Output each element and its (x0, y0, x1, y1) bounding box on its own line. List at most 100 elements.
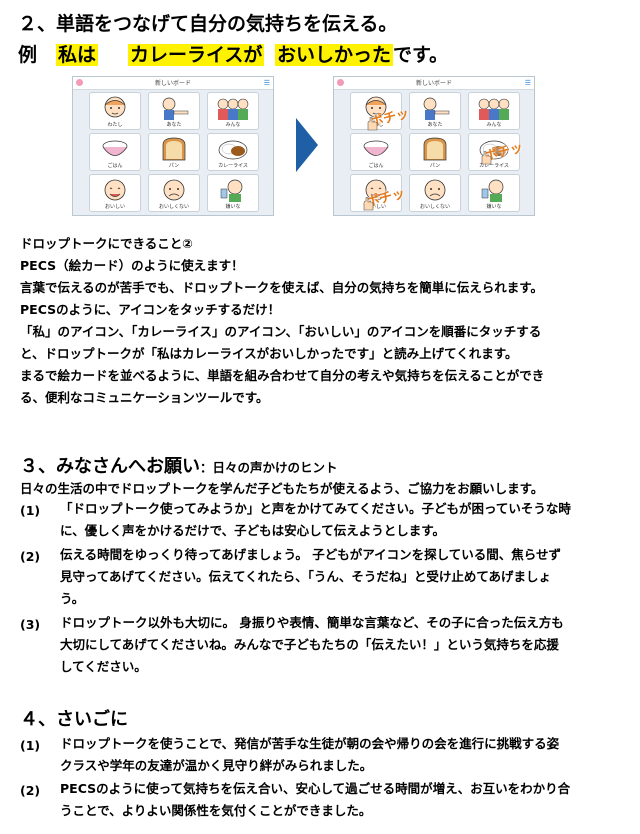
hand-icon (481, 151, 492, 165)
group-icon (217, 98, 249, 120)
child-face-icon (104, 96, 126, 118)
cell-label: カレーライス (218, 163, 248, 169)
cell-label: パン (429, 163, 441, 169)
child-with-cup-icon (481, 179, 504, 202)
highlight-oishikatta: おいしかった (275, 44, 394, 66)
section3-item-1: 「ドロップトーク使ってみようか」と声をかけてみてください。子どもが困っていそうな… (60, 498, 571, 542)
section3-item-2: 伝える時間をゆっくり待ってあげましょう。 子どもがアイコンを探している間、焦らせ… (60, 544, 561, 610)
cell-anata[interactable]: あなた (148, 92, 200, 130)
body-line: ドロップトークにできること② (20, 236, 193, 251)
pointing-child-icon (162, 97, 189, 120)
cell-label: おいしい (104, 204, 125, 210)
example-word-curry: カレーライスが (128, 40, 265, 67)
item-line: うことで、よりよい関係性を気付くことができました。 (60, 803, 372, 818)
cell-minna[interactable]: みんな (468, 92, 520, 130)
example-word-oishikatta: おいしかったです。 (275, 40, 448, 67)
cell-label: ごはん (368, 163, 384, 169)
cell-pan[interactable]: パン (409, 133, 461, 171)
section4-heading: ４、さいごに (20, 709, 128, 730)
cell-label: みんな (225, 122, 241, 128)
child-with-cup-icon (220, 179, 243, 202)
unhappy-face-icon (163, 179, 185, 201)
bread-icon (423, 137, 447, 161)
menu-icon: ☰ (524, 79, 531, 87)
body-line: まるで絵カードを並べるように、単語を組み合わせて自分の考えや気持ちを伝えることが… (20, 368, 545, 383)
item-number: (3) (20, 617, 41, 632)
cell-kirai[interactable]: 嫌いな (468, 174, 520, 212)
cell-label: おいしくない (158, 204, 189, 210)
section4-item-2: PECSのように使って気持ちを伝え合い、安心して過ごせる時間が増え、お互いをわか… (60, 778, 570, 822)
happy-face-icon (365, 179, 387, 201)
pointing-child-icon (423, 97, 450, 120)
cell-kirai[interactable]: 嫌いな (207, 174, 259, 212)
body-line: 「私」のアイコン、「カレーライス」のアイコン、「おいしい」のアイコンを順番にタッ… (20, 324, 542, 339)
item-line: クラスや学年の友達が温かく見守り絆がみられました。 (60, 758, 373, 773)
cell-label: おいしくない (419, 204, 450, 210)
section3-heading-row: ３、みなさんへお願い：日々の声かけのヒント (20, 452, 338, 478)
cell-oishii[interactable]: おいしい (350, 174, 402, 212)
menu-icon: ☰ (263, 79, 270, 87)
body-line: る、便利なコミュニケーションツールです。 (20, 390, 269, 405)
item-line: ドロップトークを使うことで、発信が苦手な生徒が朝の会や帰りの会を進行に挑戦する姿 (60, 736, 560, 751)
item-line: 「ドロップトーク使ってみようか」と声をかけてみてください。子どもが困っていそうな… (60, 501, 571, 516)
item-number: (1) (20, 503, 41, 518)
gear-icon (76, 79, 83, 86)
cell-label: ごはん (107, 163, 123, 169)
cell-label: 嫌いな (486, 204, 502, 210)
cell-gohan[interactable]: ごはん (350, 133, 402, 171)
item-number: (2) (20, 783, 41, 798)
hand-icon (363, 197, 374, 211)
section3-item-3: ドロップトーク以外も大切に。 身振りや表情、簡単な言葉など、その子に合った伝え方… (60, 612, 564, 678)
cell-oishikunai[interactable]: おいしくない (148, 174, 200, 212)
highlight-curry: カレーライスが (128, 44, 265, 66)
arrow-right-icon (296, 118, 318, 172)
item-line: PECSのように使って気持ちを伝え合い、安心して過ごせる時間が増え、お互いをわか… (60, 781, 571, 796)
cell-pan[interactable]: パン (148, 133, 200, 171)
item-line: う。 (60, 591, 85, 606)
gear-icon (337, 79, 344, 86)
cell-watashi[interactable]: わたし (89, 92, 141, 130)
cell-label: カレーライス (479, 163, 509, 169)
cell-curry[interactable]: カレーライス (468, 133, 520, 171)
example-word-watashi: 私は (56, 40, 99, 67)
section3-subheading: ：日々の声かけのヒント (200, 460, 338, 475)
cell-oishii[interactable]: おいしい (89, 174, 141, 212)
section3-intro: 日々の生活の中でドロップトークを学んだ子どもたちが使えるよう、ご協力をお願いしま… (20, 481, 544, 496)
cell-label: 嫌いな (225, 204, 241, 210)
bread-icon (162, 137, 186, 161)
cell-oishikunai[interactable]: おいしくない (409, 174, 461, 212)
cell-label: わたし (107, 122, 123, 128)
cell-watashi[interactable]: わたし (350, 92, 402, 130)
item-line: 大切にしてあげてくださいね。みんなで子どもたちの「伝えたい！」という気持ちを応援 (60, 637, 559, 652)
cell-minna[interactable]: みんな (207, 92, 259, 130)
body-line: PECSのように、アイコンをタッチするだけ！ (20, 302, 281, 317)
cell-label: あなた (166, 122, 182, 128)
item-line: してください。 (60, 659, 147, 674)
cell-anata[interactable]: あなた (409, 92, 461, 130)
board-before: 新しいボード ☰ わたし あなた みんな ごはん パン カレーライス (72, 76, 274, 216)
board-title: 新しいボード (154, 80, 191, 87)
cell-gohan[interactable]: ごはん (89, 133, 141, 171)
cell-label: あなた (427, 122, 443, 128)
child-face-icon (365, 96, 387, 118)
item-line: に、優しく声をかけるだけで、子どもは安心して伝えようとします。 (60, 523, 446, 538)
rice-bowl-icon (363, 140, 389, 156)
section4-item-1: ドロップトークを使うことで、発信が苦手な生徒が朝の会や帰りの会を進行に挑戦する姿… (60, 733, 559, 777)
section2-heading: ２、単語をつなげて自分の気持ちを伝える。 (18, 13, 398, 35)
cell-label: パン (168, 163, 180, 169)
section3-heading: ３、みなさんへお願い (20, 456, 200, 477)
curry-plate-icon (218, 140, 248, 160)
item-line: 見守ってあげてください。伝えてくれたら、「うん、そうだね」と受け止めてあげましょ (60, 569, 552, 584)
board-toolbar: 新しいボード ☰ (334, 77, 534, 90)
cell-label: みんな (486, 122, 502, 128)
body-text: ドロップトークにできること② PECS（絵カード）のように使えます！ 言葉で伝え… (20, 233, 544, 409)
body-line: PECS（絵カード）のように使えます！ (20, 258, 244, 273)
curry-plate-icon (479, 140, 509, 160)
group-icon (478, 98, 510, 120)
item-number: (1) (20, 738, 41, 753)
cell-curry[interactable]: カレーライス (207, 133, 259, 171)
item-line: ドロップトーク以外も大切に。 身振りや表情、簡単な言葉など、その子に合った伝え方… (60, 615, 564, 630)
body-line: 言葉で伝えるのが苦手でも、ドロップトークを使えば、自分の気持ちを簡単に伝えられま… (20, 280, 544, 295)
board-toolbar: 新しいボード ☰ (73, 77, 273, 90)
example-suffix: です。 (393, 44, 449, 66)
